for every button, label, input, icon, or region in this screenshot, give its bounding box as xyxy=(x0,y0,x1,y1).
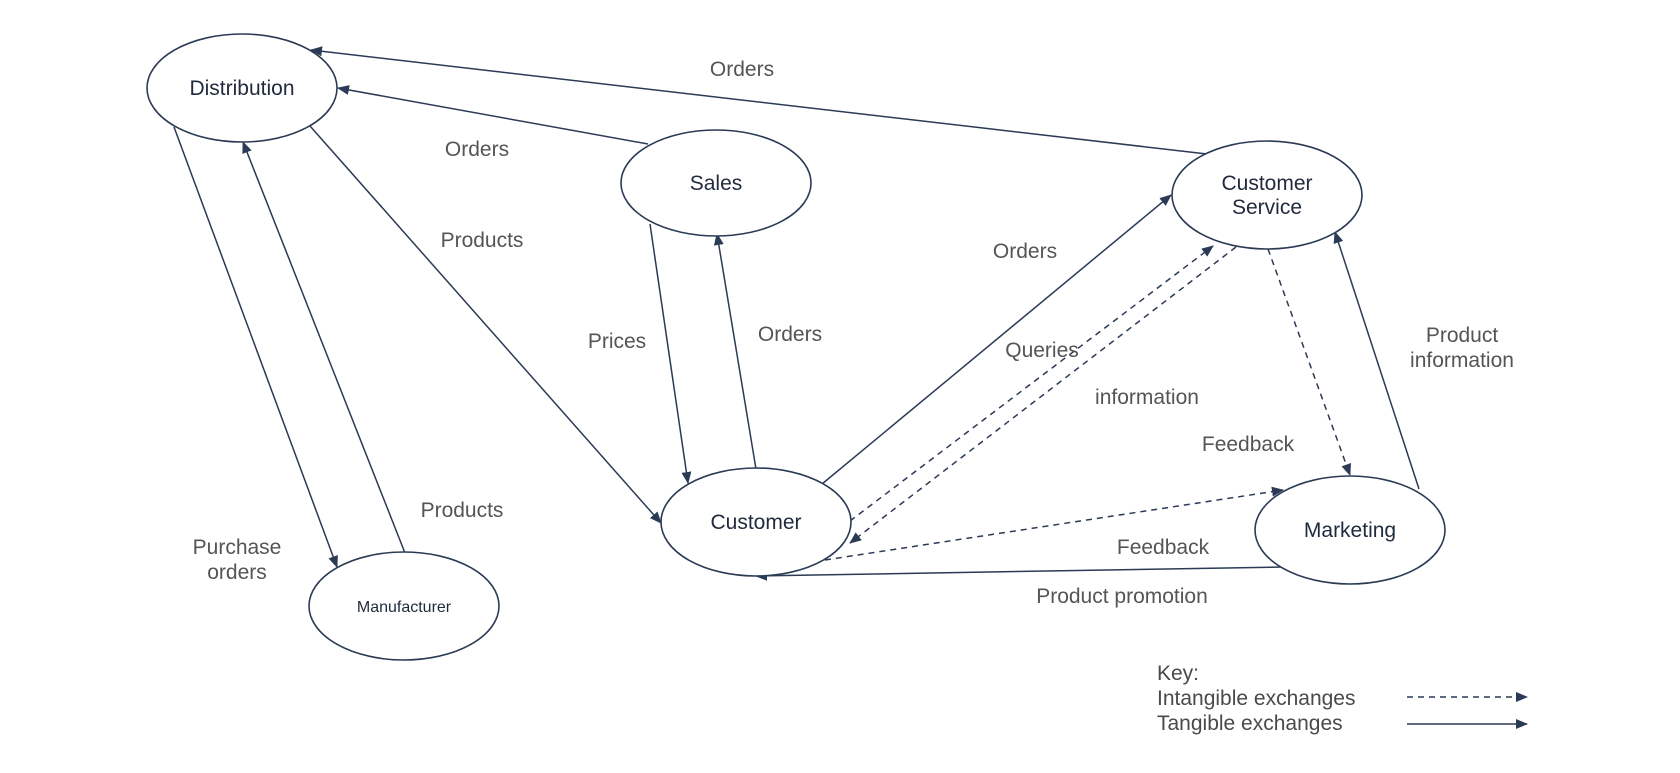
node-distribution-label: Distribution xyxy=(189,77,294,100)
edge-label-purchase-orders-line1: Purchase xyxy=(193,536,282,559)
legend-intangible-label: Intangible exchanges xyxy=(1157,687,1356,710)
legend-tangible-label: Tangible exchanges xyxy=(1157,712,1343,735)
edge-manufacturer-to-distribution xyxy=(242,141,406,554)
edge-customer-to-sales xyxy=(713,233,757,470)
edge-label-manufacturer-products: Products xyxy=(421,499,504,522)
edge-sales-to-customer xyxy=(649,223,692,484)
node-manufacturer: Manufacturer xyxy=(308,551,500,661)
edge-label-feedback-lower: Feedback xyxy=(1117,536,1210,559)
node-customer: Customer xyxy=(660,467,852,577)
edge-cs-to-customer-information xyxy=(849,246,1237,544)
node-manufacturer-label: Manufacturer xyxy=(357,599,452,616)
edge-marketing-to-cs xyxy=(1333,231,1420,490)
node-marketing-label: Marketing xyxy=(1304,519,1396,542)
node-customer-service: Customer Service xyxy=(1171,140,1363,250)
edge-label-customer-sales-orders: Orders xyxy=(758,323,822,346)
edge-label-distribution-customer-products: Products xyxy=(441,229,524,252)
node-distribution: Distribution xyxy=(146,33,338,143)
edge-distribution-to-customer xyxy=(309,125,662,524)
edge-label-product-promotion: Product promotion xyxy=(1036,585,1208,608)
node-customer-service-label-line2: Service xyxy=(1232,196,1302,219)
edge-label-cs-distribution-orders: Orders xyxy=(710,58,774,81)
edge-label-customer-cs-orders: Orders xyxy=(993,240,1057,263)
edge-label-information: information xyxy=(1095,386,1199,409)
node-sales-label: Sales xyxy=(690,172,743,195)
edge-distribution-to-manufacturer xyxy=(173,126,338,568)
edge-label-product-information-line2: information xyxy=(1410,349,1514,372)
edge-marketing-to-customer xyxy=(755,566,1284,581)
edge-sales-to-distribution xyxy=(337,85,649,145)
edge-customer-to-marketing-feedback xyxy=(824,486,1284,561)
edge-label-product-information-line1: Product xyxy=(1426,324,1499,347)
edge-cs-to-distribution xyxy=(310,46,1208,155)
legend: Key: Intangible exchanges Tangible excha… xyxy=(1157,662,1528,735)
edge-label-feedback-upper: Feedback xyxy=(1202,433,1295,456)
node-marketing: Marketing xyxy=(1254,475,1446,585)
edge-label-sales-distribution-orders: Orders xyxy=(445,138,509,161)
edge-customer-to-cs xyxy=(821,194,1172,485)
edge-label-purchase-orders-line2: orders xyxy=(207,561,267,584)
node-customer-label: Customer xyxy=(710,511,801,534)
node-sales: Sales xyxy=(620,129,812,237)
edge-label-queries: Queries xyxy=(1005,339,1079,362)
node-customer-service-label-line1: Customer xyxy=(1221,172,1312,195)
edge-cs-to-marketing-feedback xyxy=(1267,248,1351,476)
edge-label-sales-customer-prices: Prices xyxy=(588,330,646,353)
legend-title: Key: xyxy=(1157,662,1199,685)
edge-customer-to-cs-queries xyxy=(849,245,1214,522)
